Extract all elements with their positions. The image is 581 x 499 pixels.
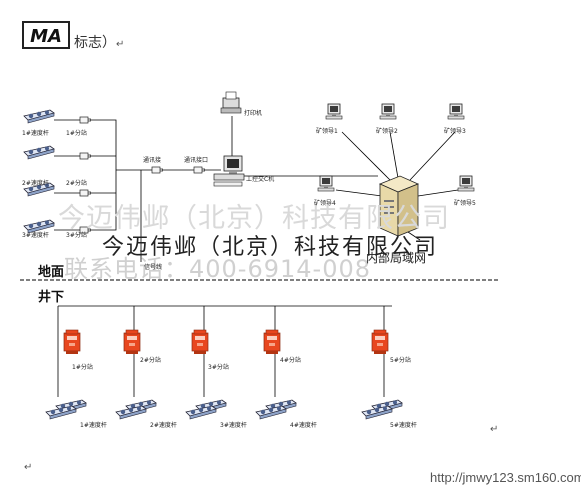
surface-sensor-2: [23, 145, 55, 160]
underground-sensor-4: [255, 399, 297, 420]
client-pc-5: [457, 175, 475, 192]
client-label-2: 矿领导2: [376, 128, 398, 135]
heading-text: 标志）: [74, 35, 116, 51]
client-pc-4: [317, 175, 335, 192]
client-pc-3: [447, 103, 465, 120]
surface-sensor-label-1: 1#速度杆: [22, 130, 49, 137]
company-name: 今迈伟邺（北京）科技有限公司: [102, 235, 439, 260]
interface-label-2: 通讯接口: [184, 157, 209, 164]
workstation-icon: [213, 155, 245, 187]
underground-sensor-label-2: 2#速度杆: [150, 422, 177, 429]
interface-plug-1: [151, 166, 164, 174]
surface-sensor-label-2: 2#速度杆: [22, 180, 49, 187]
underground-sensor-2: [115, 399, 157, 420]
underground-station-1: [63, 329, 81, 355]
return-mark-3: ↵: [24, 462, 33, 473]
underground-sensor-5: [361, 399, 403, 420]
surface-wiring: [54, 116, 459, 262]
surface-station-label-1: 1#分站: [66, 130, 87, 137]
client-label-1: 矿领导1: [316, 128, 338, 135]
surface-sensor-1: [23, 109, 55, 124]
underground-station-5: [371, 329, 389, 355]
surface-label: 地面: [38, 265, 65, 280]
underground-sensor-label-1: 1#速度杆: [80, 422, 107, 429]
client-label-4: 矿领导4: [314, 200, 336, 207]
underground-station-3: [191, 329, 209, 355]
printer-icon: [220, 91, 242, 114]
surface-station-label-2: 2#分站: [66, 180, 87, 187]
intranet-label: 内部局域网: [366, 251, 427, 265]
underground-station-2: [123, 329, 141, 355]
underground-station-label-2: 2#分站: [140, 357, 161, 364]
underground-sensor-3: [185, 399, 227, 420]
underground-sensor-1: [45, 399, 87, 420]
surface-station-label-3: 3#分站: [66, 232, 87, 239]
ma-logo: MA: [22, 21, 70, 49]
interface-plug-2: [193, 166, 206, 174]
surface-plug-1: [79, 116, 92, 124]
client-label-3: 矿领导3: [444, 128, 466, 135]
underground-label: 井下: [38, 290, 65, 305]
underground-station-label-5: 5#分站: [390, 357, 411, 364]
page-heading: 标志）↵: [74, 32, 124, 52]
underground-sensor-label-4: 4#速度杆: [290, 422, 317, 429]
printer-label: 打印机: [244, 110, 263, 117]
underground-wiring: [57, 305, 392, 397]
surface-plug-2: [79, 152, 92, 160]
underground-sensor-label-5: 5#速度杆: [390, 422, 417, 429]
underground-station-label-4: 4#分站: [280, 357, 301, 364]
trunk-label: 信号线: [144, 264, 163, 271]
return-mark: ↵: [116, 39, 125, 50]
client-label-5: 矿领导5: [454, 200, 476, 207]
watermark-company: 今迈伟邺（北京）科技有限公司: [58, 203, 450, 234]
server-icon: [378, 175, 420, 237]
watermark-phone: 联系电话：400-6914-008: [64, 255, 372, 283]
underground-station-label-1: 1#分站: [72, 364, 93, 371]
watermark-url: http://jmwy123.sm160.com: [430, 470, 581, 485]
client-pc-1: [325, 103, 343, 120]
return-mark-2: ↵: [490, 424, 499, 435]
underground-station-label-3: 3#分站: [208, 364, 229, 371]
underground-sensor-label-3: 3#速度杆: [220, 422, 247, 429]
surface-sensor-label-3: 3#速度杆: [22, 232, 49, 239]
client-pc-2: [379, 103, 397, 120]
underground-station-4: [263, 329, 281, 355]
interface-label-1: 通讯接: [143, 157, 162, 164]
workstation-label: 工控交C机: [246, 176, 275, 183]
svg-text:MA: MA: [30, 26, 62, 47]
